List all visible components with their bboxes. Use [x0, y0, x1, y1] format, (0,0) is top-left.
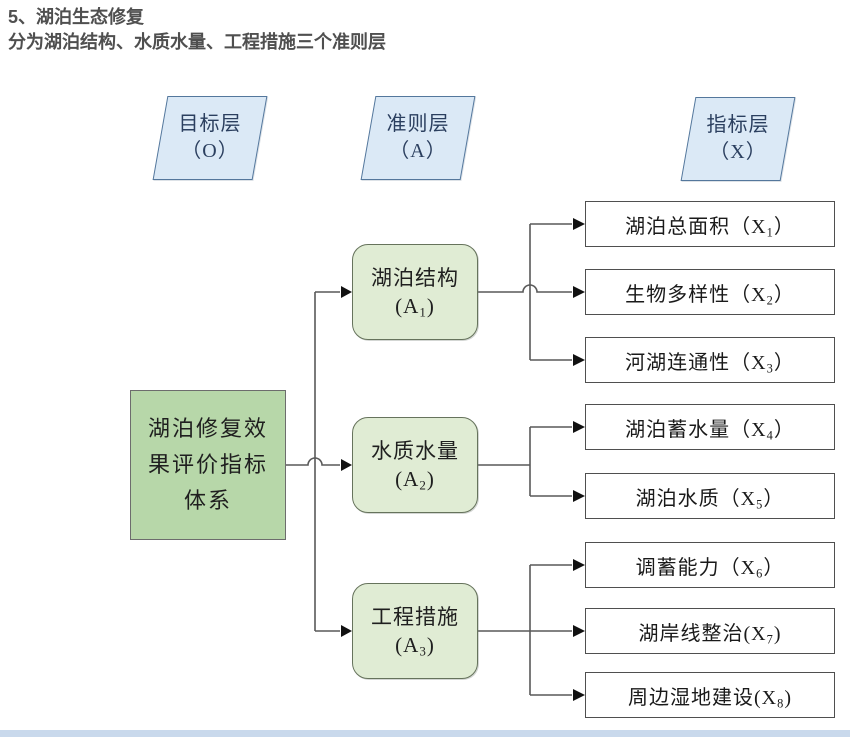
layer-header-indicator-name: 指标层	[706, 114, 770, 136]
criterion-a2-code: (A2)	[395, 467, 435, 493]
layer-header-goal-code: （O）	[181, 140, 239, 162]
criterion-a2-label: 水质水量	[371, 439, 459, 463]
criterion-a1-label: 湖泊结构	[371, 266, 459, 290]
indicator-box-x1: 湖泊总面积（X1）	[585, 201, 835, 247]
indicator-box-x7: 湖岸线整治(X7)	[585, 608, 835, 654]
layer-header-criteria-name: 准则层	[386, 113, 450, 135]
criterion-a3-label: 工程措施	[371, 605, 459, 629]
criterion-box-a2: 水质水量 (A2)	[352, 417, 478, 513]
indicator-box-x2: 生物多样性（X2）	[585, 269, 835, 315]
layer-header-goal: 目标层 （O）	[152, 96, 268, 180]
criterion-box-a1: 湖泊结构 (A1)	[352, 244, 478, 340]
goal-box-line3: 体系	[183, 488, 232, 513]
criterion-a3-code: (A3)	[395, 633, 435, 659]
goal-box-line1: 湖泊修复效	[147, 416, 268, 441]
layer-header-indicator-code: （X）	[709, 141, 767, 163]
layer-header-goal-name: 目标层	[178, 113, 242, 135]
layer-header-indicator: 指标层 （X）	[680, 97, 796, 181]
goal-box: 湖泊修复效 果评价指标 体系	[130, 390, 286, 540]
indicator-box-x6: 调蓄能力（X6）	[585, 542, 835, 588]
goal-box-line2: 果评价指标	[147, 452, 268, 477]
page-subtitle: 分为湖泊结构、水质水量、工程措施三个准则层	[8, 32, 386, 52]
page-title: 5、湖泊生态修复	[8, 7, 145, 27]
indicator-box-x4: 湖泊蓄水量（X4）	[585, 404, 835, 450]
indicator-box-x5: 湖泊水质（X5）	[585, 473, 835, 519]
indicator-box-x3: 河湖连通性（X3）	[585, 337, 835, 383]
criterion-a1-code: (A1)	[395, 294, 435, 320]
bottom-accent-bar	[0, 730, 850, 737]
criterion-box-a3: 工程措施 (A3)	[352, 583, 478, 679]
layer-header-criteria-code: （A）	[389, 140, 447, 162]
indicator-box-x8: 周边湿地建设(X8)	[585, 672, 835, 718]
layer-header-criteria: 准则层 （A）	[360, 96, 476, 180]
